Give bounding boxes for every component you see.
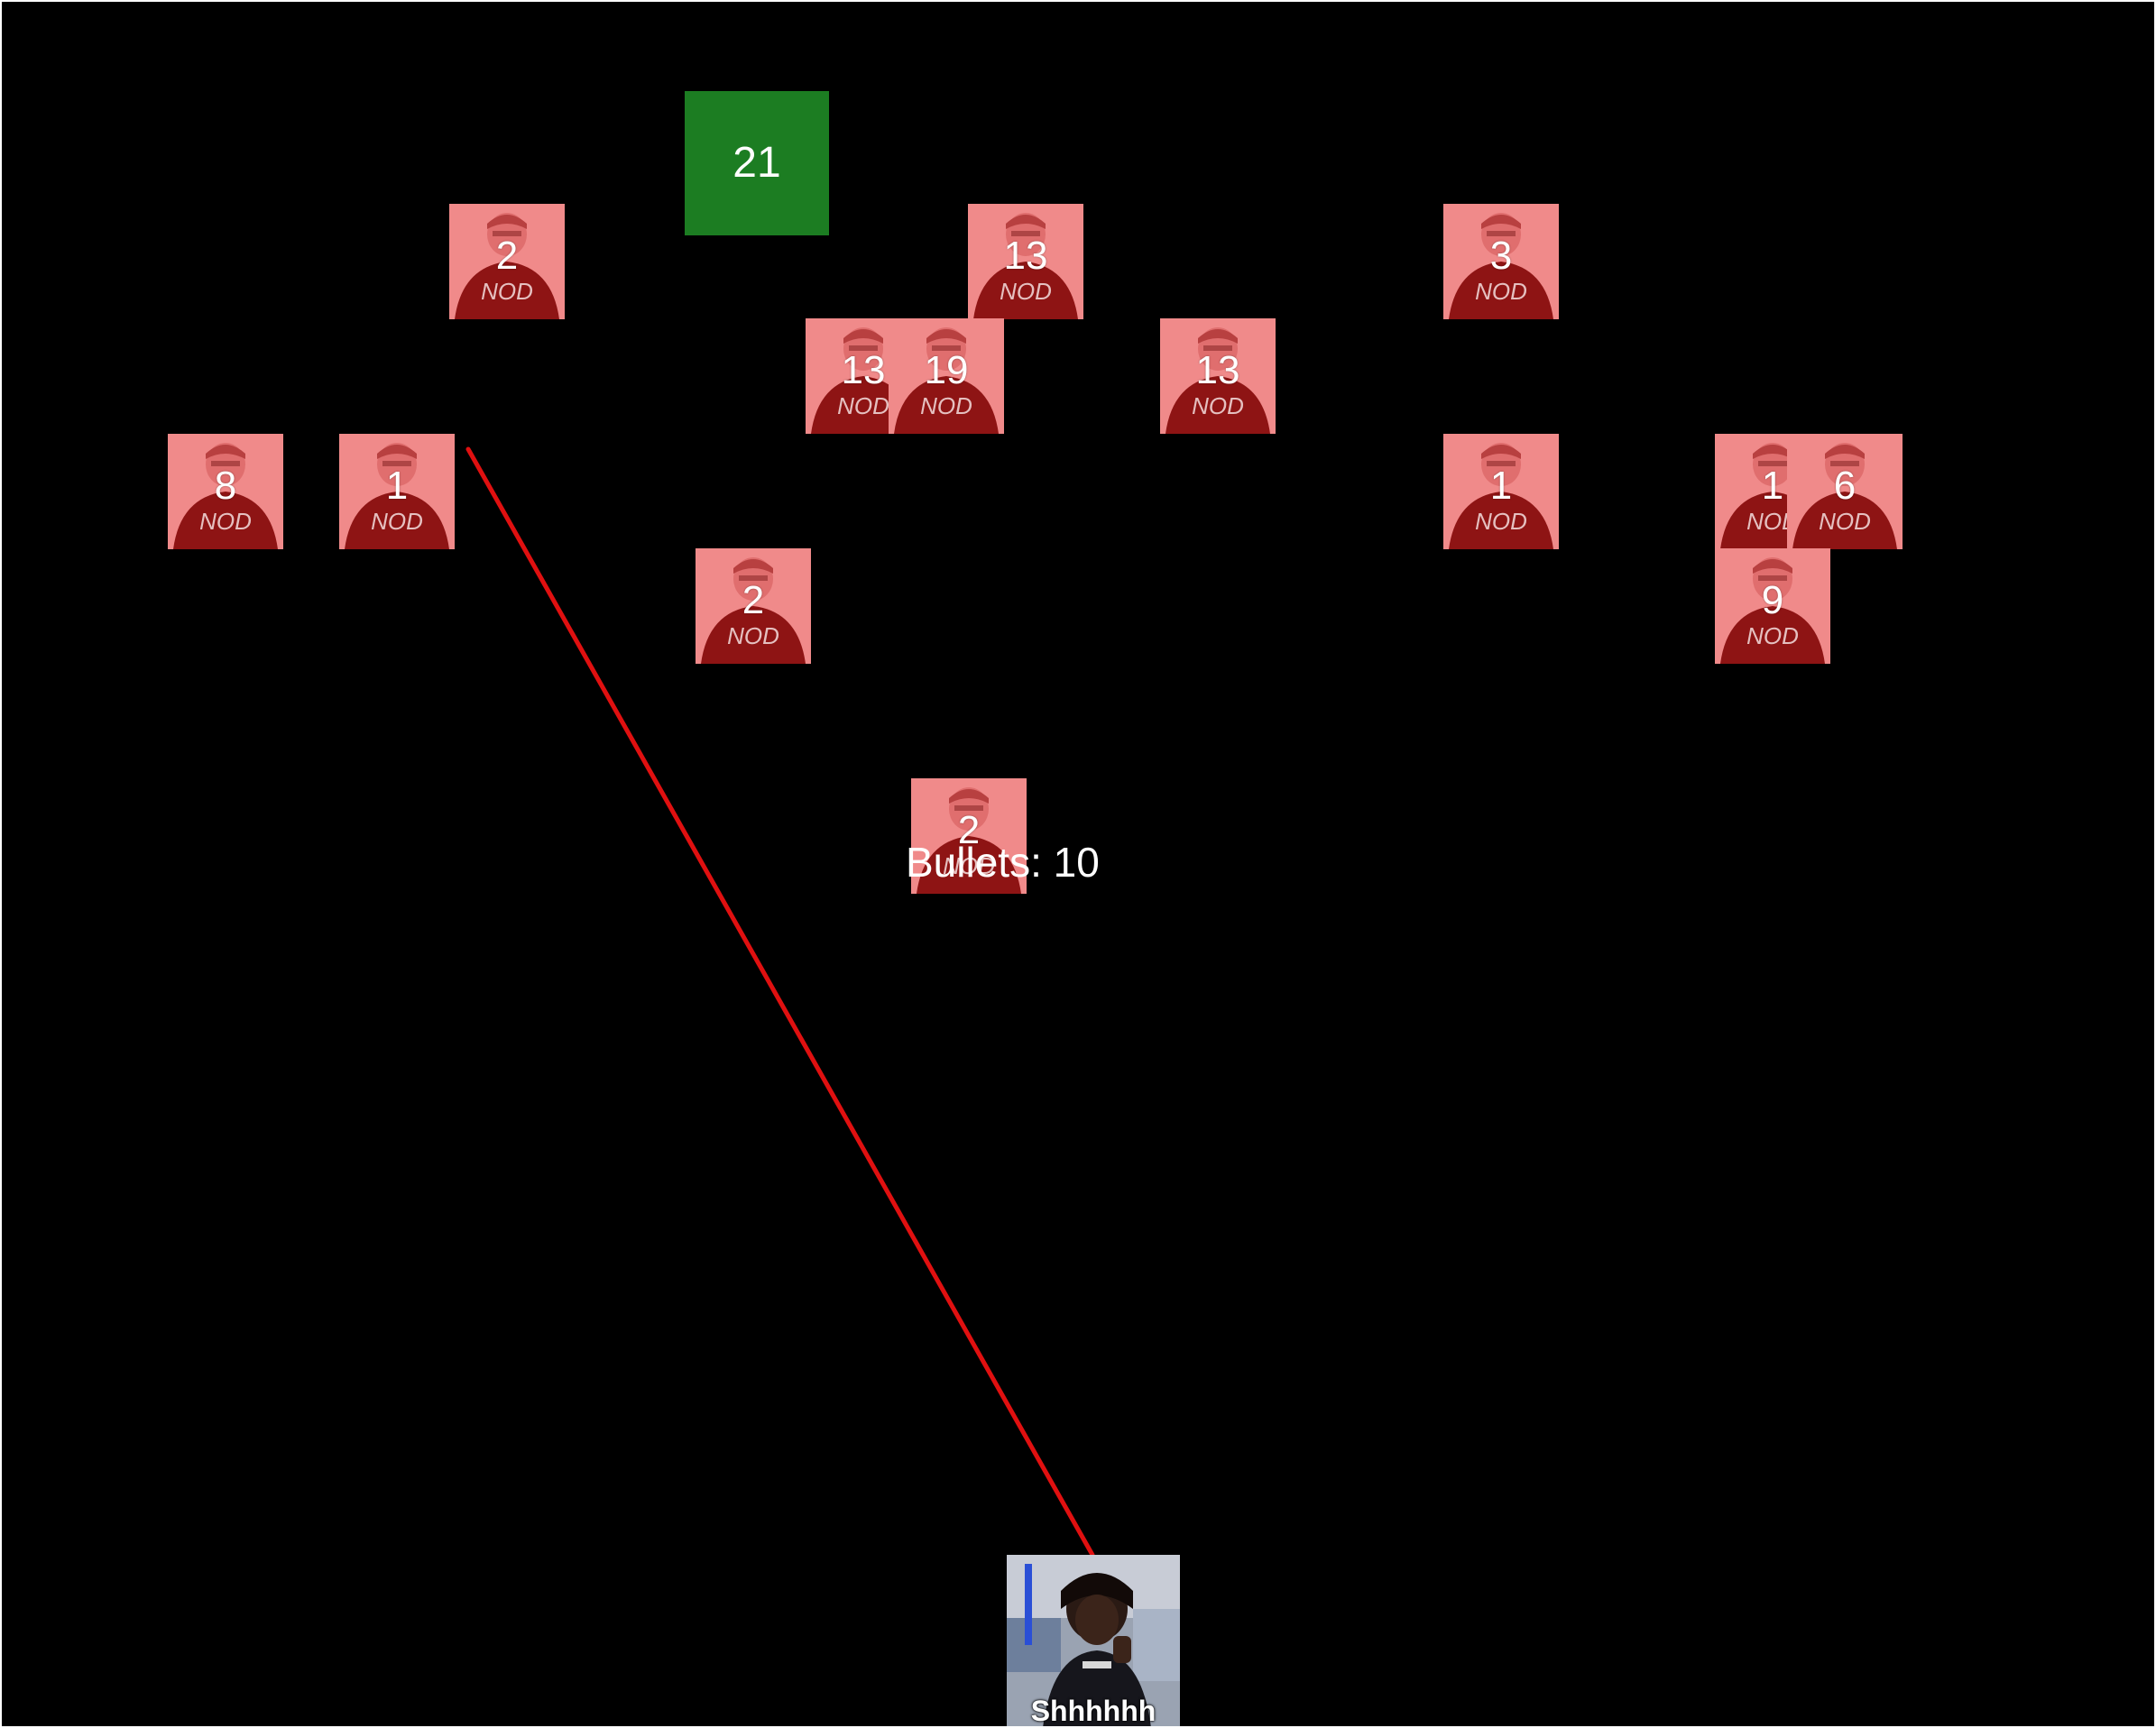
svg-text:NOD: NOD: [371, 508, 423, 535]
block: NOD 8: [168, 434, 283, 549]
svg-text:NOD: NOD: [1475, 278, 1527, 305]
bullets-counter: Bullets: 10: [906, 839, 1100, 886]
block: NOD 13: [1160, 318, 1276, 434]
bonus-block-value: 21: [732, 139, 781, 187]
nod-avatar-icon: NOD: [1443, 204, 1559, 319]
svg-text:NOD: NOD: [1192, 392, 1244, 419]
svg-text:NOD: NOD: [1746, 622, 1799, 649]
block-value: 1: [385, 464, 409, 508]
svg-text:NOD: NOD: [920, 392, 972, 419]
block-value: 6: [1833, 464, 1857, 508]
block-value: 13: [1195, 348, 1240, 392]
nod-avatar-icon: NOD: [1443, 434, 1559, 549]
block: NOD 1: [1443, 434, 1559, 549]
svg-text:NOD: NOD: [727, 622, 779, 649]
nod-avatar-icon: NOD: [1160, 318, 1276, 434]
nod-avatar-icon: NOD: [339, 434, 455, 549]
block: NOD 9: [1715, 548, 1830, 664]
block: NOD 2: [449, 204, 565, 319]
block: NOD 19: [889, 318, 1004, 434]
nod-avatar-icon: NOD: [1715, 548, 1830, 664]
block-value: 8: [214, 464, 237, 508]
nod-avatar-icon: NOD: [889, 318, 1004, 434]
player-caption: Shhhhhh: [1030, 1695, 1156, 1726]
nod-avatar-icon: NOD: [449, 204, 565, 319]
block: NOD 6: [1787, 434, 1903, 549]
block-value: 2: [742, 578, 765, 622]
block-value: 3: [1489, 234, 1513, 278]
nod-avatar-icon: NOD: [1787, 434, 1903, 549]
block: NOD 3: [1443, 204, 1559, 319]
block-value: 19: [924, 348, 969, 392]
svg-text:NOD: NOD: [481, 278, 533, 305]
block: NOD 13: [968, 204, 1083, 319]
block-value: 1: [1489, 464, 1513, 508]
nod-avatar-icon: NOD: [168, 434, 283, 549]
player-avatar-icon: [1007, 1555, 1180, 1726]
player-shooter[interactable]: Shhhhhh: [1007, 1555, 1180, 1726]
svg-text:NOD: NOD: [837, 392, 889, 419]
block-value: 13: [841, 348, 886, 392]
svg-text:NOD: NOD: [1000, 278, 1052, 305]
block: NOD 1: [339, 434, 455, 549]
nod-avatar-icon: NOD: [968, 204, 1083, 319]
block-value: 13: [1003, 234, 1048, 278]
block-value: 9: [1761, 578, 1784, 622]
block-value: 2: [495, 234, 519, 278]
block: NOD 2: [696, 548, 811, 664]
svg-text:NOD: NOD: [1819, 508, 1871, 535]
block-value: 1: [1761, 464, 1784, 508]
svg-text:NOD: NOD: [1475, 508, 1527, 535]
svg-text:NOD: NOD: [199, 508, 252, 535]
bonus-block: 21: [685, 91, 829, 235]
